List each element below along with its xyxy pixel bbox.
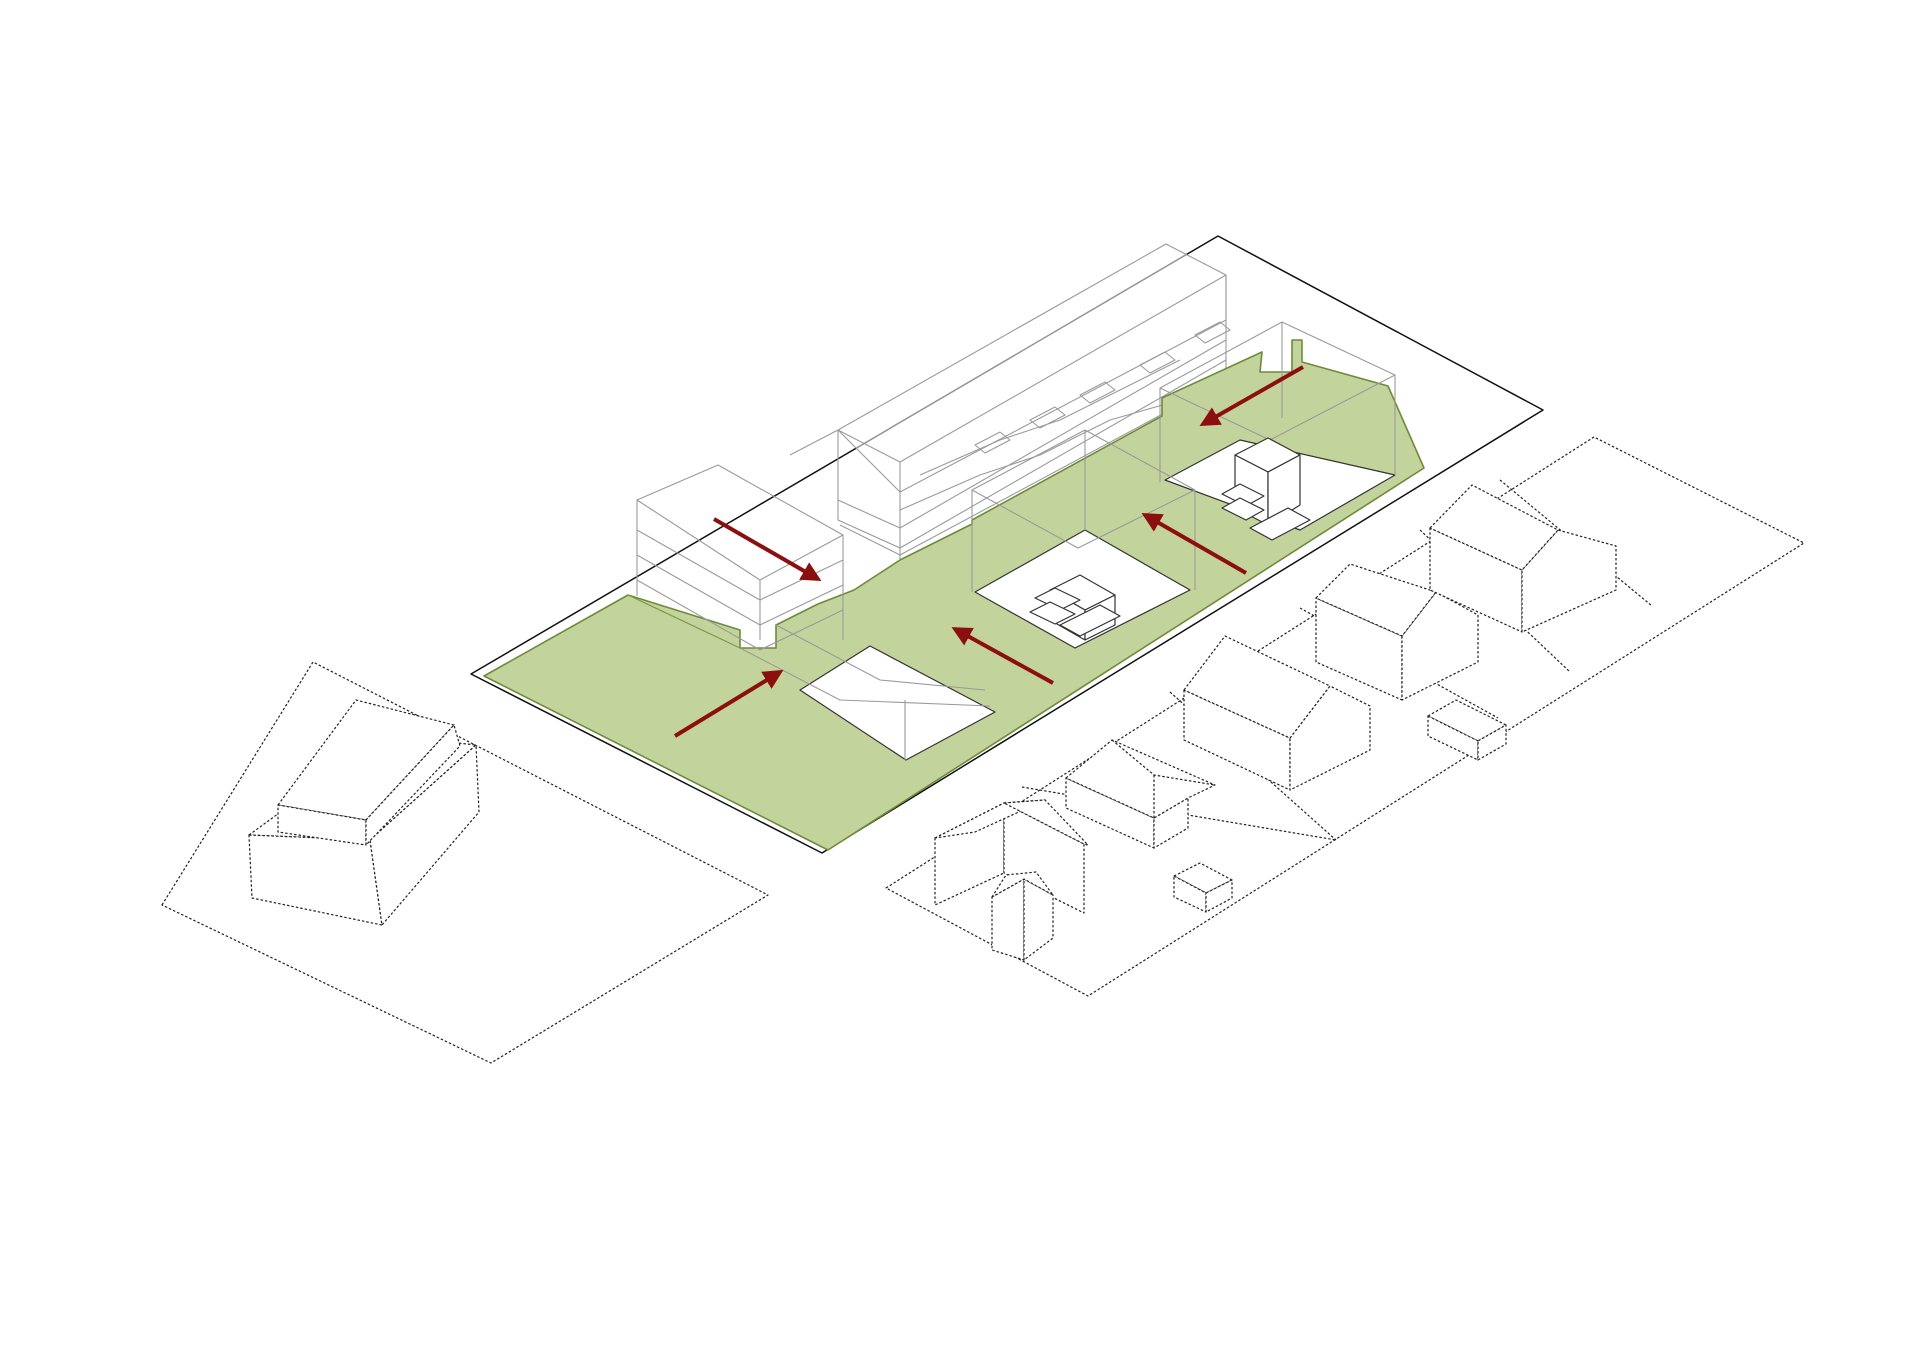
garage-1-side: [1205, 879, 1233, 913]
neighbor-house-4: [1315, 563, 1479, 701]
house-4-roof: [1315, 563, 1437, 637]
lot-line-5: [1499, 479, 1653, 607]
volume-left-wing: [636, 464, 991, 760]
green-field-edge: [627, 594, 741, 649]
neighbor-garage-1: [1173, 862, 1233, 913]
project-site: [470, 235, 1544, 854]
house-1-wing-side: [1023, 878, 1054, 961]
left-neighbor-parcel: [161, 661, 769, 1064]
main-building-balcony-d: [1029, 406, 1066, 429]
main-building-balcony-row-2: [899, 399, 1181, 511]
flow-arrows: [673, 365, 1304, 738]
left-wing-floor-3: [636, 579, 844, 651]
house-1-roof-right: [1003, 799, 1089, 846]
left-wing-floor-2: [636, 554, 844, 626]
right-core-side: [1267, 454, 1301, 526]
centre-balcony-2: [1029, 601, 1076, 625]
main-building-floor-1: [789, 359, 1227, 549]
house-5-gable: [1521, 529, 1617, 633]
flow-arrow-2: [673, 669, 784, 738]
left-building-lower-side: [369, 744, 480, 926]
house-5-roof: [1429, 484, 1559, 571]
right-neighbor-block: [885, 436, 1805, 997]
house-4-gable: [1401, 591, 1479, 701]
left-building-upper-side: [365, 724, 461, 846]
main-building-balcony-c: [1079, 381, 1116, 404]
neighbor-garage-2: [1427, 699, 1507, 761]
house-2-roof: [1065, 739, 1216, 819]
courtyard-1: [799, 645, 996, 761]
right-base-block: [1249, 507, 1311, 541]
neighbor-house-5: [1429, 484, 1617, 633]
left-wing-step-1: [739, 647, 991, 707]
volume-centre: [971, 429, 1196, 641]
flow-arrow-5: [1199, 365, 1304, 426]
flow-arrow-4: [1141, 513, 1247, 575]
main-building-balcony-a: [1194, 321, 1231, 344]
garage-2-top: [1427, 699, 1507, 742]
volume-right: [1159, 321, 1396, 541]
right-balcony-2: [1221, 497, 1265, 521]
house-1-wing-roof: [991, 871, 1054, 898]
flow-arrow-3: [951, 627, 1054, 685]
lot-line-4: [1419, 529, 1571, 673]
garage-2-side: [1477, 724, 1507, 761]
left-wing-step-2: [775, 624, 986, 691]
left-neighbor-building: [248, 699, 480, 926]
centre-base-block: [1059, 604, 1121, 637]
house-2-side: [1153, 797, 1189, 849]
main-building-balcony-row-1: [919, 359, 1181, 476]
flow-arrow-1: [713, 517, 822, 581]
left-building-lower-front: [248, 834, 383, 926]
main-building-balcony-b: [1139, 351, 1176, 374]
neighbor-house-1: [934, 799, 1089, 961]
neighbor-house-2: [1065, 739, 1216, 849]
house-3-roof: [1183, 635, 1331, 739]
garage-2-front: [1427, 715, 1479, 761]
neighbor-house-3: [1183, 635, 1371, 791]
main-building-balcony-e: [974, 431, 1011, 454]
